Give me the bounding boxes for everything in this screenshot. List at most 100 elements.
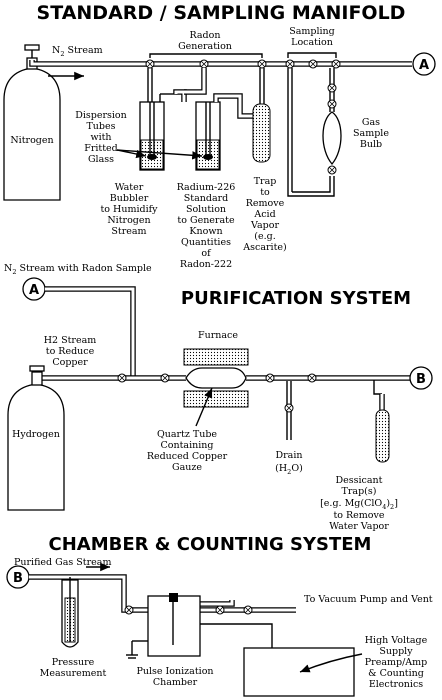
svg-text:Gauze: Gauze bbox=[172, 462, 202, 473]
svg-text:Supply: Supply bbox=[379, 646, 413, 657]
svg-text:Radium-226: Radium-226 bbox=[177, 182, 236, 193]
svg-text:to Humidify: to Humidify bbox=[100, 204, 158, 215]
svg-text:Water Vapor: Water Vapor bbox=[329, 521, 389, 532]
sampling-location-bracket bbox=[287, 52, 337, 58]
connector-b-bottom-label: B bbox=[13, 571, 23, 586]
hydrogen-cylinder bbox=[7, 365, 65, 511]
svg-text:H2 Stream: H2 Stream bbox=[44, 335, 97, 346]
purified-gas-label: Purified Gas Stream bbox=[14, 557, 111, 568]
h2-stream-label: H2 Stream to Reduce Copper bbox=[44, 335, 97, 368]
svg-text:Sample: Sample bbox=[353, 128, 389, 139]
svg-text:Dispersion: Dispersion bbox=[75, 110, 127, 121]
acid-trap-label: Trap to Remove Acid Vapor (e.g. Ascarite… bbox=[242, 176, 286, 253]
manifold-valves bbox=[145, 59, 341, 69]
drain-h2o-label: (H2O) bbox=[275, 463, 303, 476]
svg-text:[e.g. Mg(ClO4)2]: [e.g. Mg(ClO4)2] bbox=[320, 498, 398, 511]
n2-stream-label: N2 Stream bbox=[52, 45, 103, 58]
svg-text:(e.g.: (e.g. bbox=[254, 231, 275, 242]
svg-text:Acid: Acid bbox=[253, 209, 275, 220]
radon-generation-label-1: Radon bbox=[190, 30, 221, 41]
svg-text:to Reduce: to Reduce bbox=[46, 346, 95, 357]
radon-generation-label-2: Generation bbox=[178, 41, 232, 52]
svg-text:& Counting: & Counting bbox=[368, 668, 424, 679]
radon-generation-bracket bbox=[149, 53, 263, 58]
electronics-pointer bbox=[299, 653, 363, 673]
svg-text:to Generate: to Generate bbox=[177, 215, 235, 226]
furnace-bottom bbox=[183, 390, 249, 408]
nitrogen-cylinder bbox=[3, 44, 61, 201]
purification-title: PURIFICATION SYSTEM bbox=[181, 288, 411, 309]
sampling-location-label-2: Location bbox=[291, 37, 333, 48]
ionization-chamber bbox=[126, 593, 201, 659]
vacuum-line bbox=[124, 605, 253, 615]
svg-text:to: to bbox=[260, 187, 270, 198]
acid-trap bbox=[252, 68, 271, 163]
svg-text:Electronics: Electronics bbox=[369, 679, 423, 690]
n2-manifold-pipe bbox=[29, 60, 412, 67]
connector-a-bottom-label: A bbox=[29, 283, 39, 298]
quartz-tube-pointer bbox=[195, 387, 213, 427]
dessicant-label: Dessicant Trap(s) [e.g. Mg(ClO4)2] to Re… bbox=[320, 475, 398, 532]
electronics-box bbox=[243, 647, 355, 697]
dispersion-tubes-label: Dispersion Tubes with Fritted Glass bbox=[75, 110, 127, 165]
svg-text:Nitrogen: Nitrogen bbox=[107, 215, 150, 226]
svg-text:to Remove: to Remove bbox=[333, 510, 384, 521]
pressure-manometer bbox=[61, 577, 79, 648]
svg-text:Glass: Glass bbox=[88, 154, 114, 165]
svg-text:Measurement: Measurement bbox=[40, 668, 107, 679]
svg-text:Reduced Copper: Reduced Copper bbox=[147, 451, 228, 462]
svg-text:High Voltage: High Voltage bbox=[365, 635, 428, 646]
connector-b-top-label: B bbox=[416, 372, 426, 387]
svg-text:of: of bbox=[201, 248, 212, 259]
nitrogen-label: Nitrogen bbox=[10, 135, 53, 146]
vacuum-label: To Vacuum Pump and Vent bbox=[304, 594, 433, 605]
svg-text:with: with bbox=[90, 132, 111, 143]
dessicant-trap bbox=[375, 394, 390, 463]
pressure-label: Pressure Measurement bbox=[40, 657, 107, 679]
electronics-label: High Voltage Supply Preamp/Amp & Countin… bbox=[365, 635, 428, 690]
furnace-label: Furnace bbox=[198, 330, 238, 341]
sampling-location-label-1: Sampling bbox=[289, 26, 335, 37]
drain-label: Drain bbox=[276, 450, 303, 461]
water-bubbler-label: Water Bubbler to Humidify Nitrogen Strea… bbox=[100, 182, 158, 237]
quartz-tube bbox=[185, 367, 247, 389]
svg-text:Ascarite): Ascarite) bbox=[242, 242, 286, 253]
svg-text:Bulb: Bulb bbox=[360, 139, 382, 150]
radium-standard-label: Radium-226 Standard Solution to Generate… bbox=[177, 182, 236, 270]
gas-sample-bulb-label: Gas Sample Bulb bbox=[353, 117, 389, 150]
svg-text:Gas: Gas bbox=[362, 117, 380, 128]
n2-radon-stream-label: N2 Stream with Radon Sample bbox=[4, 263, 152, 276]
svg-text:Standard: Standard bbox=[184, 193, 228, 204]
radium-standard-vessel bbox=[173, 68, 256, 171]
svg-text:Remove: Remove bbox=[246, 198, 285, 209]
svg-text:Vapor: Vapor bbox=[250, 220, 279, 231]
counting-title: CHAMBER & COUNTING SYSTEM bbox=[49, 534, 372, 555]
furnace-top bbox=[183, 348, 249, 366]
svg-text:Solution: Solution bbox=[186, 204, 226, 215]
connector-a-top bbox=[412, 52, 436, 76]
svg-text:Quantities: Quantities bbox=[181, 237, 231, 248]
svg-text:Stream: Stream bbox=[111, 226, 146, 237]
quartz-tube-label: Quartz Tube Containing Reduced Copper Ga… bbox=[147, 429, 228, 473]
svg-text:Tubes: Tubes bbox=[86, 121, 115, 132]
svg-text:Dessicant: Dessicant bbox=[336, 475, 383, 486]
hydrogen-label: Hydrogen bbox=[12, 429, 60, 440]
manifold-title: STANDARD / SAMPLING MANIFOLD bbox=[37, 2, 406, 24]
gas-sample-bulb-loop bbox=[287, 68, 342, 197]
signal-line bbox=[200, 623, 273, 648]
svg-text:Radon-222: Radon-222 bbox=[180, 259, 232, 270]
purification-valves bbox=[117, 373, 317, 413]
svg-text:Pulse Ionization: Pulse Ionization bbox=[136, 666, 213, 677]
svg-text:Known: Known bbox=[189, 226, 222, 237]
connector-a-top-label: A bbox=[419, 58, 429, 73]
svg-text:Bubbler: Bubbler bbox=[110, 193, 149, 204]
svg-text:Chamber: Chamber bbox=[153, 677, 198, 688]
svg-text:Containing: Containing bbox=[161, 440, 214, 451]
chamber-label: Pulse Ionization Chamber bbox=[136, 666, 213, 688]
water-bubbler bbox=[139, 68, 176, 171]
svg-text:Pressure: Pressure bbox=[52, 657, 95, 668]
svg-text:Fritted: Fritted bbox=[84, 143, 118, 154]
svg-text:Preamp/Amp: Preamp/Amp bbox=[365, 657, 427, 668]
svg-text:Trap(s): Trap(s) bbox=[342, 486, 377, 497]
